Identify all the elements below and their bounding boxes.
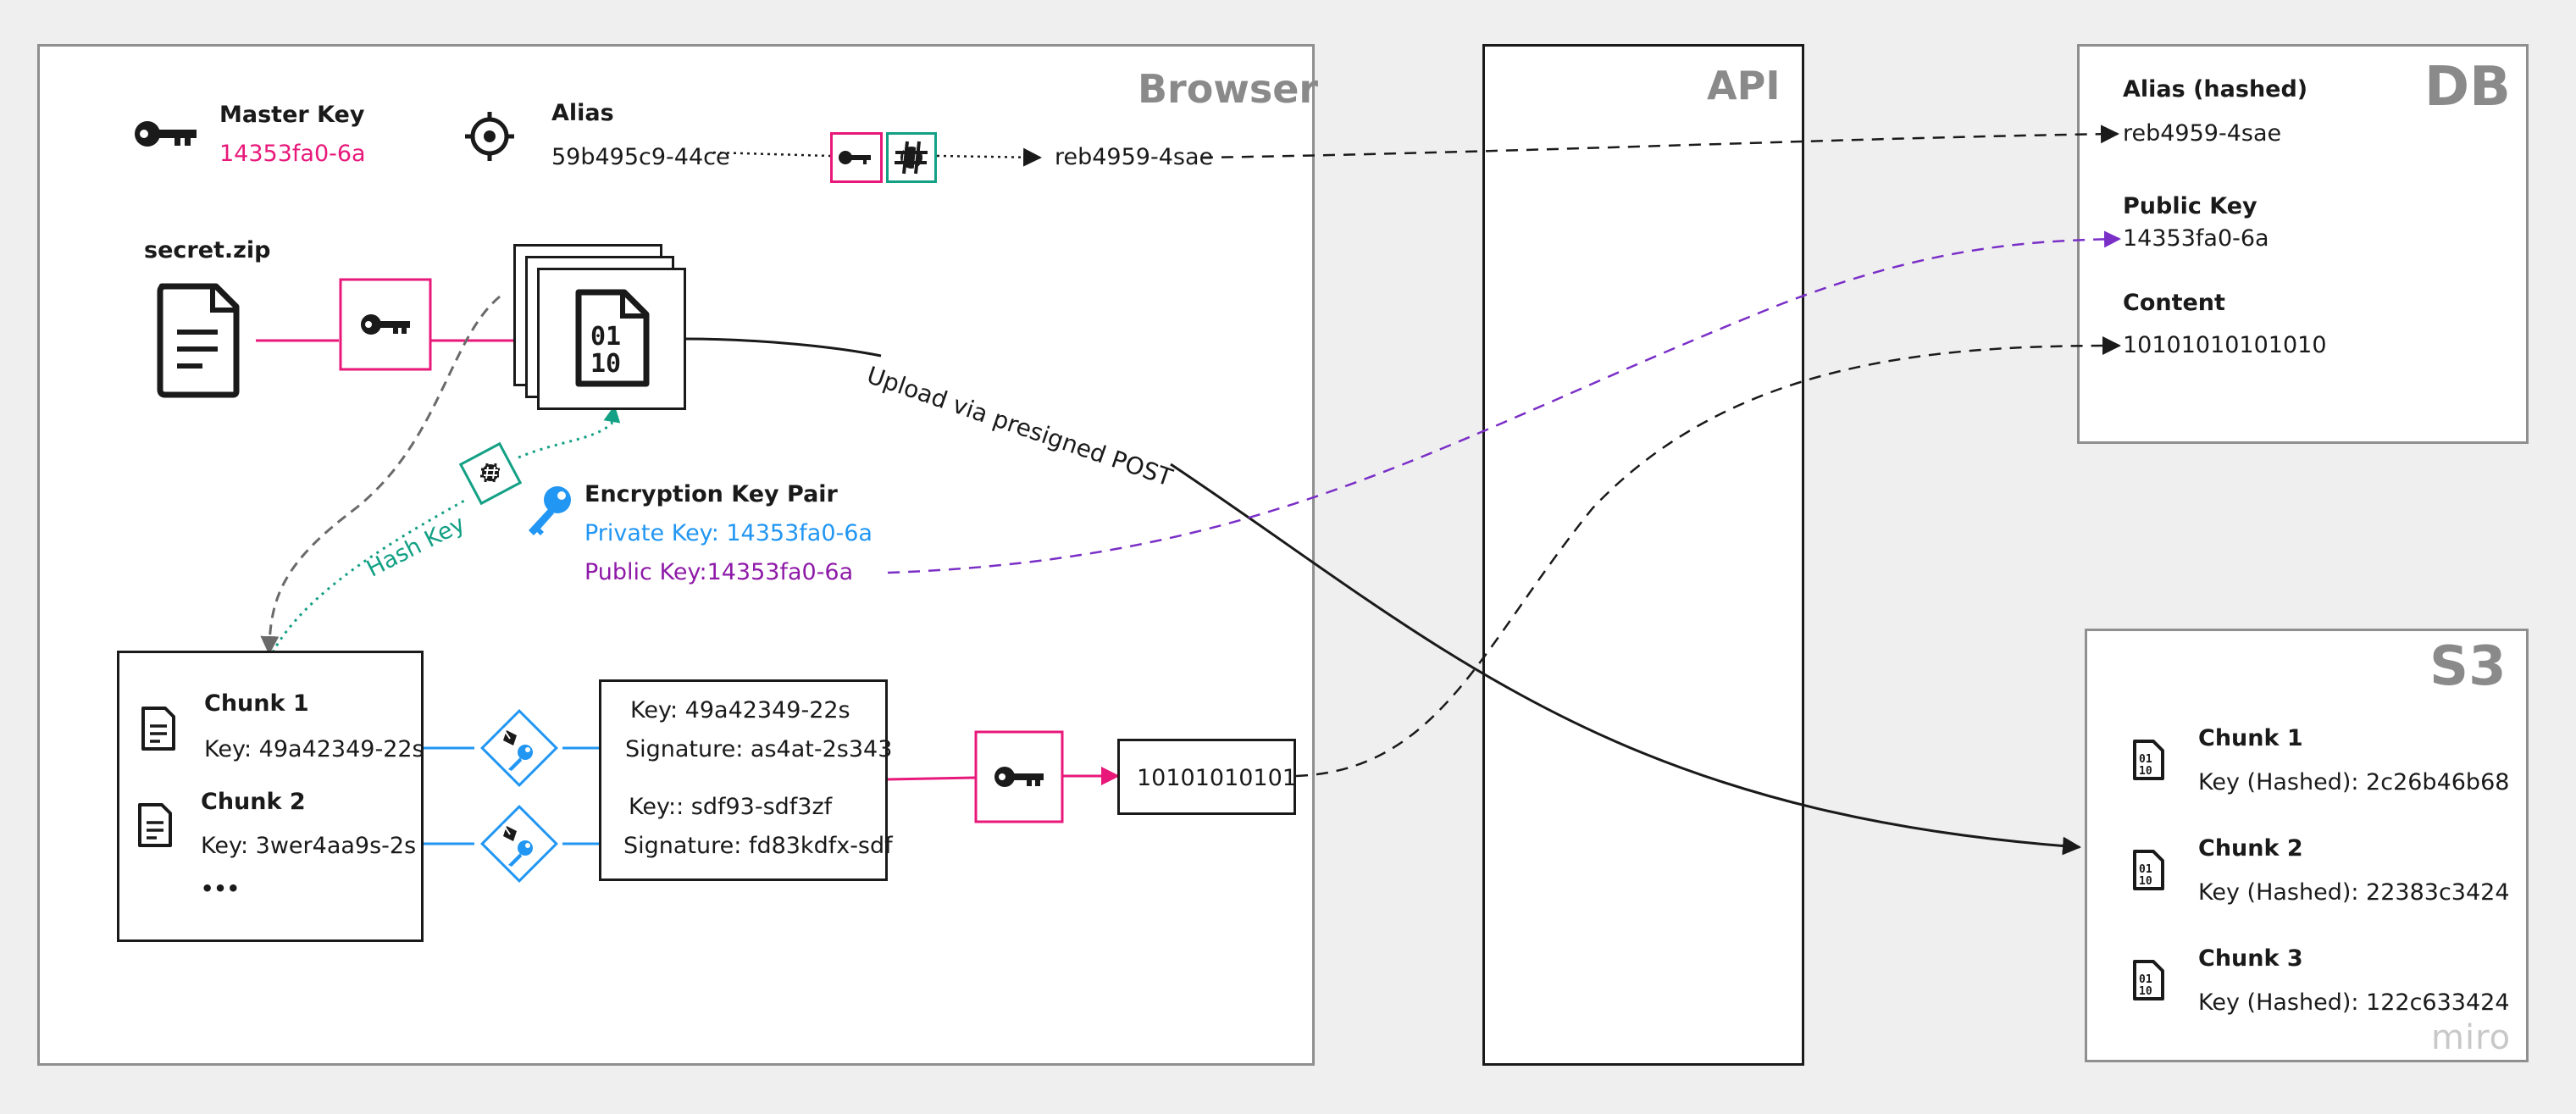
hash-key-connector	[271, 413, 613, 653]
alias-key-box	[830, 132, 883, 183]
signed-chunks-box: Key: 49a42349-22s Signature: as4at-2s343…	[599, 679, 893, 881]
api-panel-title: API	[1707, 63, 1781, 108]
alias-hash-box	[886, 132, 937, 183]
signed-2-signature: Signature: fd83kdfx-sdf	[623, 833, 893, 859]
svg-text:10: 10	[2139, 765, 2152, 778]
chunk-1-title: Chunk 1	[204, 690, 309, 717]
svg-text:01: 01	[2139, 753, 2152, 766]
api-panel	[1482, 44, 1804, 1066]
key-icon	[132, 117, 200, 155]
binary-to-chunks-connector	[260, 295, 501, 655]
master-key-value: 14353fa0-6a	[219, 141, 366, 167]
upload-connector	[684, 337, 2080, 847]
db-panel-title: DB	[2424, 56, 2511, 119]
svg-text:01: 01	[2139, 973, 2152, 986]
db-public-key-label: Public Key	[2123, 193, 2257, 219]
alias-to-db-connector	[1200, 125, 2119, 159]
chunk-doc-icon-1	[140, 706, 177, 756]
private-key-value: Private Key: 14353fa0-6a	[584, 520, 873, 546]
chunk-2-title: Chunk 2	[201, 789, 306, 815]
alias-value: 59b495c9-44ce	[551, 144, 730, 170]
hash-key-icon	[476, 458, 505, 491]
target-icon	[463, 110, 516, 167]
encryption-key-pair-label: Encryption Key Pair	[584, 481, 838, 507]
s3-chunk-2-title: Chunk 2	[2198, 835, 2303, 862]
db-content-label: Content	[2123, 290, 2225, 316]
alias-hashed-value: reb4959-4sae	[1055, 144, 1214, 170]
alias-label: Alias	[551, 100, 614, 126]
s3-panel-title: S3	[2429, 635, 2507, 698]
chunk-doc-icon-2	[136, 802, 174, 852]
svg-text:01: 01	[590, 322, 621, 352]
db-alias-value: reb4959-4sae	[2123, 120, 2282, 147]
db-alias-label: Alias (hashed)	[2123, 76, 2308, 103]
svg-text:10: 10	[590, 349, 621, 379]
encrypted-output-value: 10101010101	[1137, 765, 1297, 791]
pen-key-icon	[501, 823, 539, 871]
s3-chunk-1-title: Chunk 1	[2198, 725, 2303, 751]
db-public-key-value: 14353fa0-6a	[2123, 225, 2269, 252]
s3-chunk-1-key: Key (Hashed): 2c26b46b68	[2198, 769, 2510, 795]
file-name: secret.zip	[144, 237, 271, 263]
browser-panel-title: Browser	[1138, 66, 1319, 112]
db-content-value: 10101010101010	[2123, 332, 2327, 358]
signed-to-key-connector	[887, 776, 977, 781]
public-key-value: Public Key:14353fa0-6a	[584, 559, 854, 585]
svg-text:01: 01	[2139, 863, 2152, 876]
public-key-to-db-connector	[887, 230, 2121, 574]
encryption-key-icon	[522, 483, 574, 543]
encrypt-key-icon	[359, 312, 412, 341]
encrypted-output-box: 10101010101	[1117, 739, 1297, 815]
s3-chunk-2-key: Key (Hashed): 22383c3424	[2198, 879, 2510, 906]
chunk-1-key: Key: 49a42349-22s	[204, 736, 424, 762]
chunk-2-key: Key: 3wer4aa9s-2s	[201, 833, 417, 859]
pen-key-icon	[501, 727, 539, 775]
signed-1-signature: Signature: as4at-2s343	[625, 736, 893, 762]
master-key-label: Master Key	[219, 102, 365, 128]
signed-1-key: Key: 49a42349-22s	[630, 697, 850, 723]
alias-to-icons-connector	[712, 151, 831, 158]
svg-text:10: 10	[2139, 875, 2152, 888]
chunks-box: Chunk 1 Key: 49a42349-22s Chunk 2 Key: 3…	[117, 651, 424, 942]
s3-chunk-3-title: Chunk 3	[2198, 945, 2303, 972]
signed-2-key: Key:: sdf93-sdf3zf	[629, 794, 833, 820]
db-panel	[2077, 44, 2529, 444]
document-icon	[155, 283, 241, 402]
s3-chunk-3-key: Key (Hashed): 122c633424	[2198, 989, 2510, 1016]
chunks-more: •••	[201, 877, 241, 901]
output-to-db-connector	[1295, 336, 2121, 778]
svg-text:10: 10	[2139, 985, 2152, 998]
alias-hash-connector	[936, 147, 1042, 167]
miro-watermark: miro	[2431, 1018, 2512, 1057]
output-key-icon	[993, 764, 1045, 794]
